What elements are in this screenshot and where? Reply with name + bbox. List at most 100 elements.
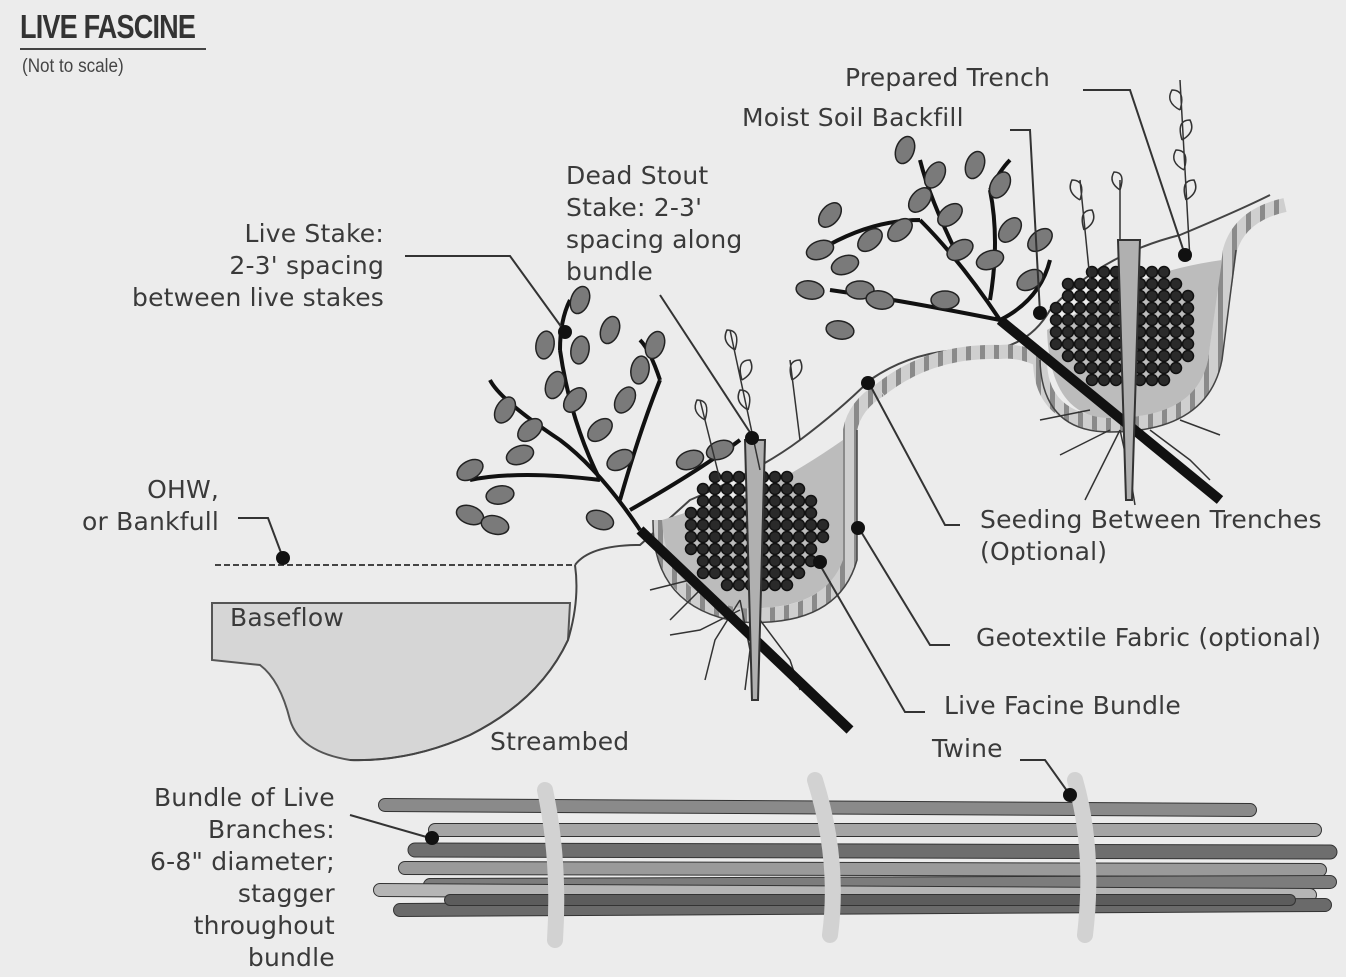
bundle-branch-end [1183, 303, 1194, 314]
bundle-branch-end [1147, 315, 1158, 326]
bundle-branch-end [1087, 339, 1098, 350]
label-live-facine-bundle: Live Facine Bundle [944, 690, 1181, 722]
bundle-branch-end [1159, 303, 1170, 314]
bundle-branch-end [734, 520, 745, 531]
bundle-branch-end [710, 484, 721, 495]
leaf [962, 149, 988, 181]
live-branch-rod-fill [405, 868, 1320, 870]
leaf [920, 158, 950, 191]
bundle-branch-end [1051, 315, 1062, 326]
bundle-branch-end [698, 520, 709, 531]
label-ohw: OHW, or Bankfull [82, 474, 219, 538]
bundle-branch-end [782, 484, 793, 495]
bundle-branch-end [794, 520, 805, 531]
bundle-branch-end [722, 580, 733, 591]
label-live-stake: Live Stake: 2-3' spacing between live st… [132, 218, 384, 314]
leaf [534, 330, 557, 361]
branch-bundle-bottom [380, 805, 1330, 910]
bundle-branch-end [770, 472, 781, 483]
bundle-branch-end [1147, 351, 1158, 362]
bundle-branch-end [770, 568, 781, 579]
bundle-branch-end [1099, 303, 1110, 314]
bundle-branch-end [1087, 375, 1098, 386]
bundle-branch-end [1087, 315, 1098, 326]
leaf [453, 455, 486, 485]
bundle-branch-end [710, 532, 721, 543]
bundle-branch-end [710, 496, 721, 507]
bundle-branch-end [1087, 351, 1098, 362]
leaf [513, 414, 546, 446]
leaf [825, 319, 856, 342]
leaf [931, 291, 959, 309]
bundle-branch-end [782, 544, 793, 555]
bundle-branch-end [686, 544, 697, 555]
bundle-branch-end [806, 520, 817, 531]
bundle-branch-end [722, 532, 733, 543]
bundle-branch-end [1099, 315, 1110, 326]
bundle-branch-end [1171, 339, 1182, 350]
bundle-branch-end [782, 508, 793, 519]
bundle-branch-end [782, 520, 793, 531]
bundle-branch-end [1063, 291, 1074, 302]
leaf [583, 414, 616, 446]
bundle-branch-end [1075, 303, 1086, 314]
bundle-branch-end [1171, 291, 1182, 302]
bundle-branch-end [1171, 279, 1182, 290]
leaf [933, 199, 966, 231]
bundle-branch-end [710, 508, 721, 519]
bundle-branch-end [794, 544, 805, 555]
bundle-branch-end [1075, 351, 1086, 362]
bundle-branch-end [782, 556, 793, 567]
bundle-branch-end [1075, 327, 1086, 338]
bundle-branch-end [686, 532, 697, 543]
bundle-branch-end [1099, 267, 1110, 278]
bundle-branch-end [1063, 315, 1074, 326]
bundle-branch-end [722, 484, 733, 495]
bundle-branch-end [1063, 303, 1074, 314]
bundle-branch-end [734, 532, 745, 543]
leaf [974, 247, 1006, 273]
bundle-branch-end [698, 496, 709, 507]
bundle-branch-end [1087, 291, 1098, 302]
bundle-branch-end [782, 580, 793, 591]
bundle-branch-end [782, 472, 793, 483]
bundle-branch-end [1075, 339, 1086, 350]
bundle-branch-end [1183, 327, 1194, 338]
bundle-branch-end [1147, 375, 1158, 386]
bundle-branch-end [1159, 363, 1170, 374]
leaf [603, 445, 636, 475]
bundle-branch-end [1183, 291, 1194, 302]
bundle-branch-end [1147, 291, 1158, 302]
bundle-branch-end [794, 508, 805, 519]
bundle-branch-end [770, 532, 781, 543]
bundle-branch-end [1183, 351, 1194, 362]
leaf [1013, 265, 1046, 295]
label-twine: Twine [932, 733, 1003, 765]
bundle-branch-end [734, 496, 745, 507]
bundle-branch-end [1099, 339, 1110, 350]
bundle-branch-end [806, 496, 817, 507]
label-dead-stout-stake: Dead Stout Stake: 2-3' spacing along bun… [566, 160, 742, 288]
leaf [795, 279, 826, 302]
upper-dead-stout-stake [1118, 240, 1140, 500]
bundle-branch-end [1159, 291, 1170, 302]
leaf [1023, 224, 1056, 256]
bundle-branch-end [794, 532, 805, 543]
leaf [504, 442, 536, 468]
bundle-branch-end [698, 508, 709, 519]
bundle-branch-end [722, 508, 733, 519]
leaf [704, 437, 736, 463]
bundle-branch-end [770, 484, 781, 495]
bundle-branch-end [1099, 351, 1110, 362]
leaf [569, 335, 592, 366]
label-prepared-trench: Prepared Trench [845, 62, 1050, 94]
leaf [629, 355, 652, 386]
bundle-branch-end [806, 508, 817, 519]
bundle-branch-end [734, 472, 745, 483]
bundle-branch-end [794, 484, 805, 495]
bundle-branch-end [1087, 363, 1098, 374]
bundle-branch-end [1159, 279, 1170, 290]
bundle-branch-end [1147, 363, 1158, 374]
bundle-branch-end [722, 556, 733, 567]
bundle-branch-end [1075, 315, 1086, 326]
